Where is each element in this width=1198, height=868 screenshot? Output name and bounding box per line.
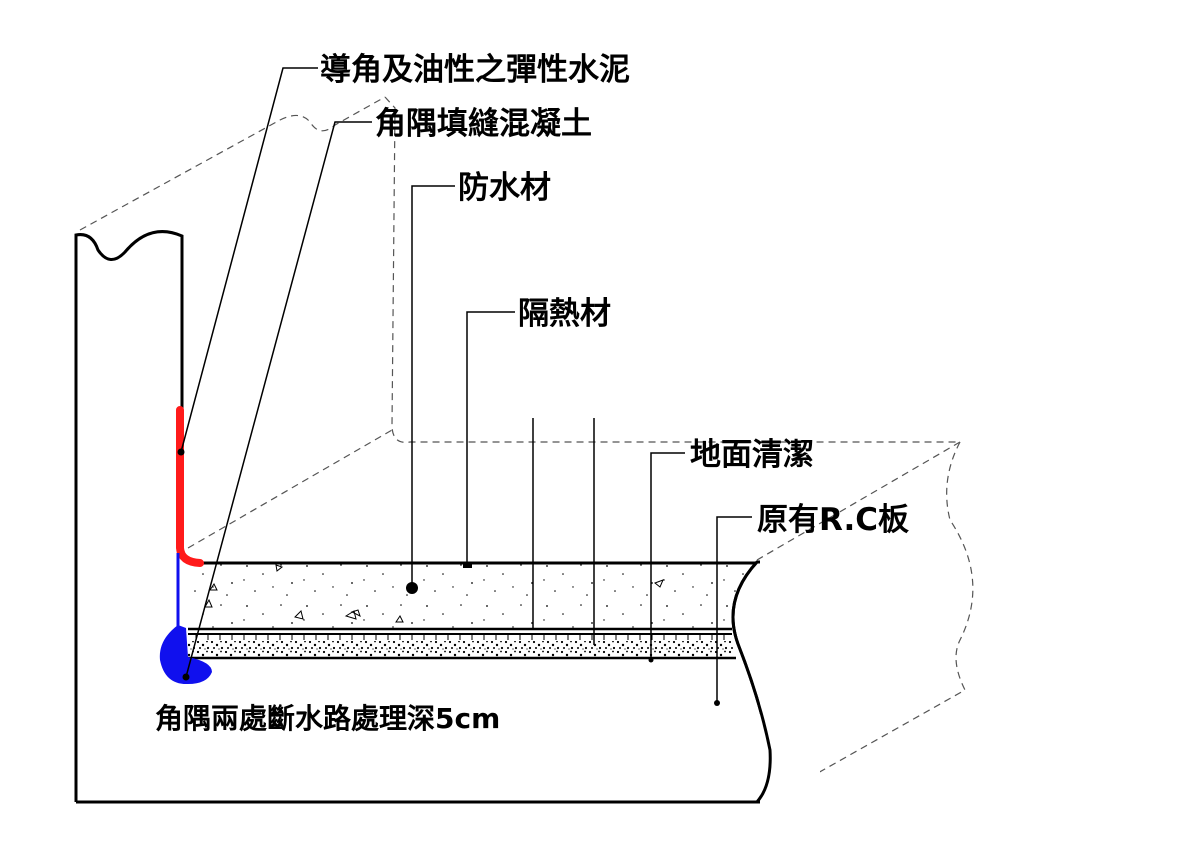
label-elastic-cement: 導角及油性之彈性水泥	[320, 52, 630, 88]
wall-floor-corner-dashed	[187, 429, 393, 549]
perspective-dashed-outline	[79, 96, 974, 801]
label-insulation: 隔熱材	[518, 296, 611, 332]
leader-corner-concrete	[185, 121, 372, 678]
elastic-cement-red	[176, 406, 204, 567]
floor-right-dashed-edge	[756, 441, 961, 561]
wall-section	[74, 230, 757, 804]
rc-break-dashed	[769, 441, 974, 801]
label-floor-clean: 地面清潔	[690, 437, 814, 473]
wall-outline	[74, 230, 184, 802]
leader-floor-clean	[650, 452, 685, 660]
aggregate-triangles	[204, 564, 664, 623]
label-rc-slab: 原有R.C板	[757, 502, 909, 538]
leader-insulation	[466, 311, 515, 566]
leader-elastic-cement	[180, 67, 318, 453]
label-waterproof: 防水材	[458, 170, 551, 206]
leveling-gravel-layer	[188, 641, 733, 657]
blue-corner-seal	[159, 625, 212, 685]
slab-break-curve	[731, 560, 772, 803]
topping-concrete	[188, 563, 748, 629]
wall-top-right-edge	[384, 96, 960, 443]
leader-rc-slab	[716, 516, 752, 703]
leader-waterproof	[411, 185, 455, 588]
floor-layers	[188, 560, 820, 810]
wall-top-back-edge	[79, 96, 386, 231]
leader-lines	[177, 67, 752, 706]
corner-treatment	[159, 406, 212, 685]
label-corner-concrete: 角隅填縫混凝土	[375, 106, 592, 142]
label-bottom-note: 角隅兩處斷水路處理深5cm	[155, 702, 500, 735]
labels: 導角及油性之彈性水泥 角隅填縫混凝土 防水材 隔熱材 地面清潔 原有R.C板 角…	[155, 52, 909, 735]
